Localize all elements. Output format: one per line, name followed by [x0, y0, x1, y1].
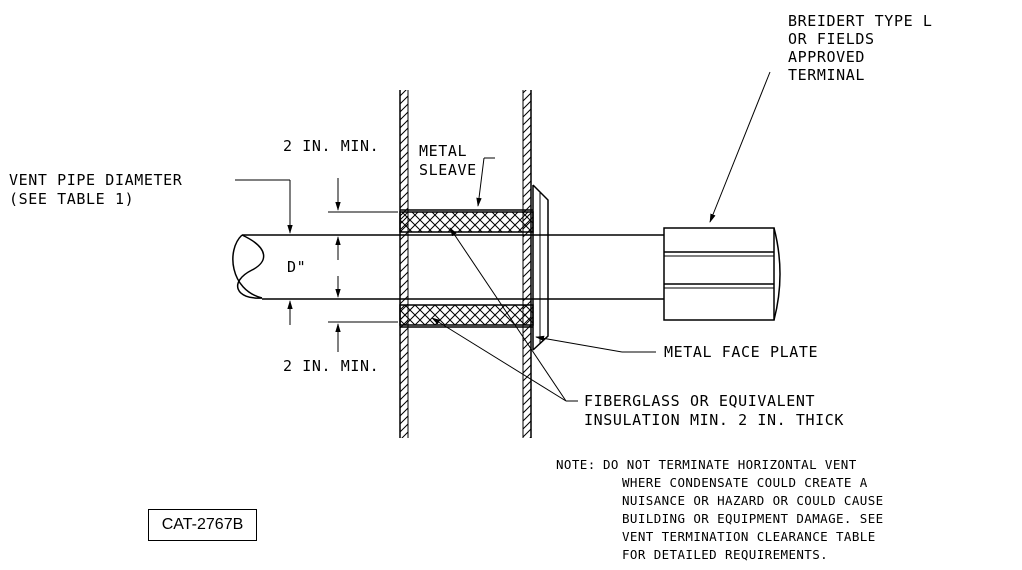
label-sleeve-2: SLEAVE [419, 161, 477, 179]
label-insulation-1: FIBERGLASS OR EQUIVALENT [584, 392, 815, 410]
note-line-4: BUILDING OR EQUIPMENT DAMAGE. SEE [622, 511, 884, 526]
right-wall [522, 90, 532, 438]
label-terminal-line-3: APPROVED [788, 48, 865, 66]
vent-pipe [232, 234, 548, 300]
label-min-top: 2 IN. MIN. [283, 137, 379, 155]
note-line-2: WHERE CONDENSATE COULD CREATE A [622, 475, 868, 490]
label-terminal: BREIDERT TYPE L OR FIELDS APPROVED TERMI… [788, 12, 932, 84]
metal-sleeve [399, 209, 534, 328]
label-diameter: D" [287, 258, 306, 276]
terminal-pipe [548, 234, 664, 300]
label-vent-pipe-1: VENT PIPE DIAMETER [9, 171, 183, 189]
label-terminal-line-4: TERMINAL [788, 66, 865, 84]
note-line-5: VENT TERMINATION CLEARANCE TABLE [622, 529, 876, 544]
note-line-1: DO NOT TERMINATE HORIZONTAL VENT [603, 457, 857, 472]
note-prefix: NOTE: [556, 457, 596, 472]
note-block: NOTE: DO NOT TERMINATE HORIZONTAL VENT W… [556, 457, 884, 562]
label-terminal-line-1: BREIDERT TYPE L [788, 12, 932, 30]
note-line-3: NUISANCE OR HAZARD OR COULD CAUSE [622, 493, 884, 508]
breidert-terminal [663, 227, 781, 321]
label-face-plate: METAL FACE PLATE [664, 343, 818, 361]
dimension-diameter [235, 179, 293, 325]
dimension-bottom [328, 276, 398, 352]
label-insulation-2: INSULATION MIN. 2 IN. THICK [584, 411, 844, 429]
drawing-code-box: CAT-2767B [148, 509, 257, 541]
dimension-top [328, 178, 398, 260]
face-plate [532, 184, 549, 351]
label-min-bottom: 2 IN. MIN. [283, 357, 379, 375]
label-sleeve-1: METAL [419, 142, 467, 160]
label-terminal-line-2: OR FIELDS [788, 30, 875, 48]
left-wall [399, 90, 409, 438]
label-vent-pipe-2: (SEE TABLE 1) [9, 190, 134, 208]
note-line-6: FOR DETAILED REQUIREMENTS. [622, 547, 828, 562]
leader-lines [431, 71, 771, 402]
